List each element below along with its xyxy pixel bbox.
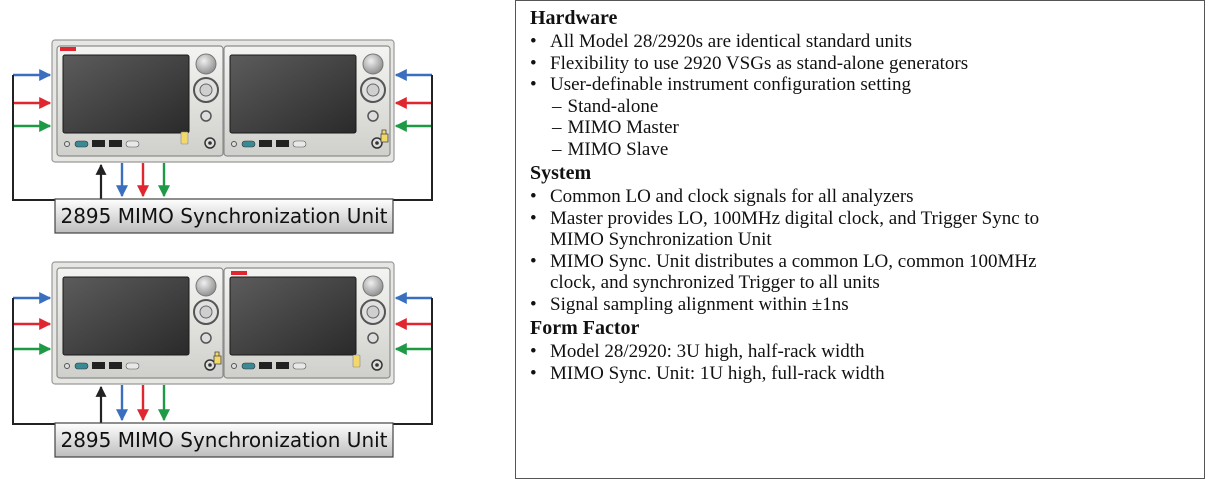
- right-loop-line: [392, 298, 433, 425]
- section-list: Common LO and clock signals for all anal…: [530, 186, 1204, 315]
- master-indicator: [231, 271, 247, 275]
- list-item: MIMO Sync. Unit: 1U high, full-rack widt…: [530, 363, 1204, 385]
- status-led: [180, 131, 189, 145]
- bottom-assembly: 2895 MIMO Synchronization Unit: [12, 262, 433, 458]
- sub-list-item: MIMO Slave: [530, 139, 1204, 161]
- sync-unit-label: 2895 MIMO Synchronization Unit: [60, 428, 387, 452]
- list-item: All Model 28/2920s are identical standar…: [530, 31, 1204, 53]
- section-list: Model 28/2920: 3U high, half-rack widthM…: [530, 341, 1204, 384]
- list-item: MIMO Synchronization Unit: [550, 229, 772, 250]
- list-item: Flexibility to use 2920 VSGs as stand-al…: [530, 53, 1204, 75]
- sub-list-item: MIMO Master: [530, 117, 1204, 139]
- mimo-diagram: 2895 MIMO Synchronization Unit 2895 MIMO…: [12, 0, 433, 458]
- sync-unit-box: [54, 198, 394, 234]
- left-loop-line: [12, 298, 55, 425]
- list-item: Signal sampling alignment within ±1ns: [530, 294, 1204, 316]
- top-assembly: 2895 MIMO Synchronization Unit: [12, 40, 433, 234]
- list-item: Model 28/2920: 3U high, half-rack width: [530, 341, 1204, 363]
- left-loop-line: [12, 75, 55, 201]
- right-loop-line: [392, 75, 433, 201]
- master-indicator: [60, 47, 76, 51]
- sync-unit-box: [54, 422, 394, 458]
- lock-icon: [380, 129, 389, 143]
- lock-icon: [213, 351, 222, 365]
- section-title: Form Factor: [530, 317, 640, 339]
- sub-list-item: Stand-alone: [530, 96, 1204, 118]
- sync-unit-label: 2895 MIMO Synchronization Unit: [60, 204, 387, 228]
- list-item: User-definable instrument configuration …: [530, 74, 1204, 96]
- list-item: MIMO Sync. Unit distributes a common LO,…: [530, 251, 1204, 273]
- status-led: [352, 354, 361, 368]
- feature-list-panel: HardwareAll Model 28/2920s are identical…: [515, 0, 1205, 479]
- list-item: clock, and synchronized Trigger to all u…: [550, 272, 880, 293]
- list-item: Common LO and clock signals for all anal…: [530, 186, 1204, 208]
- list-item: Master provides LO, 100MHz digital clock…: [530, 208, 1204, 230]
- section-title: System: [530, 162, 592, 184]
- instrument-rack-top: [52, 40, 394, 162]
- section-list: All Model 28/2920s are identical standar…: [530, 31, 1204, 160]
- section-title: Hardware: [530, 7, 618, 29]
- instrument-rack-bottom: [52, 262, 394, 384]
